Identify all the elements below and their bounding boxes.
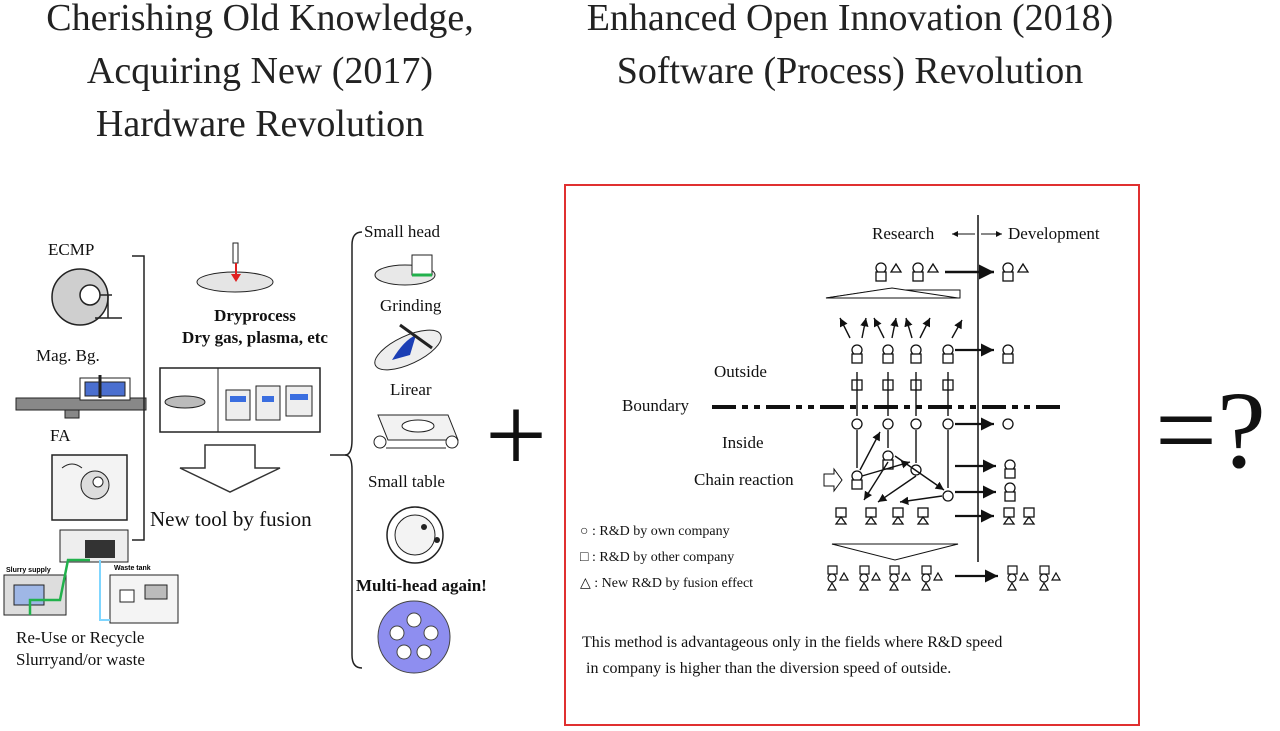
small-table-illustration bbox=[386, 506, 444, 564]
grinding-illustration bbox=[374, 323, 442, 371]
legend-circle-icon: ○ bbox=[580, 524, 589, 539]
left-title: Cherishing Old Knowledge, Acquiring New … bbox=[10, 0, 510, 151]
left-title-line-2: Acquiring New (2017) bbox=[86, 50, 434, 92]
legend-other-text: : R&D by other company bbox=[591, 550, 735, 565]
dry-process-line-1: Dryprocess bbox=[214, 306, 296, 325]
multi-head-illustration bbox=[377, 600, 451, 674]
legend-item-fusion: △ : New R&D by fusion effect bbox=[580, 571, 753, 597]
dry-process-label: Dryprocess Dry gas, plasma, etc bbox=[160, 305, 350, 349]
recycle-label: Re-Use or Recycle Slurryand/or waste bbox=[16, 627, 145, 671]
innovation-panel bbox=[564, 184, 1140, 726]
slurry-system-illustration: Slurry supply Waste tank bbox=[3, 529, 179, 624]
legend-own-text: : R&D by own company bbox=[591, 524, 730, 539]
fusion-machines-illustration bbox=[159, 367, 321, 433]
method-note-line-1: This method is advantageous only in the … bbox=[582, 634, 1003, 651]
legend-triangle-icon: △ bbox=[580, 576, 591, 591]
method-note: This method is advantageous only in the … bbox=[582, 630, 1002, 682]
mag-bg-label: Mag. Bg. bbox=[36, 346, 100, 365]
linear-illustration bbox=[373, 414, 459, 449]
legend-item-own: ○ : R&D by own company bbox=[580, 519, 753, 545]
method-note-line-2: in company is higher than the diversion … bbox=[586, 660, 952, 677]
legend-item-other: □ : R&D by other company bbox=[580, 545, 753, 571]
outside-label: Outside bbox=[714, 362, 767, 381]
plus-sign: + bbox=[485, 374, 548, 496]
small-table-label: Small table bbox=[368, 472, 445, 491]
small-head-label: Small head bbox=[364, 222, 441, 241]
slurry-supply-label: Slurry supply bbox=[6, 567, 51, 574]
research-label: Research bbox=[872, 224, 935, 243]
right-title: Enhanced Open Innovation (2018) Software… bbox=[540, 0, 1160, 98]
chain-reaction-label: Chain reaction bbox=[694, 470, 794, 489]
grinding-label: Grinding bbox=[380, 296, 442, 315]
chain-reaction-arrow-icon bbox=[823, 467, 843, 493]
legend-fusion-text: : New R&D by fusion effect bbox=[594, 576, 754, 591]
recycle-line-1: Re-Use or Recycle bbox=[16, 628, 145, 647]
equals-question: =? bbox=[1155, 369, 1266, 491]
inside-label: Inside bbox=[722, 433, 764, 452]
boundary-label: Boundary bbox=[622, 396, 690, 415]
ecmp-illustration bbox=[51, 268, 122, 326]
recycle-line-2: Slurryand/or waste bbox=[16, 650, 145, 669]
waste-tank-label: Waste tank bbox=[114, 565, 151, 572]
left-title-line-3: Hardware Revolution bbox=[95, 103, 425, 145]
dry-process-line-2: Dry gas, plasma, etc bbox=[182, 328, 328, 347]
legend-square-icon: □ bbox=[580, 550, 589, 565]
development-label: Development bbox=[1008, 224, 1100, 243]
fa-illustration bbox=[51, 454, 128, 521]
small-head-illustration bbox=[374, 254, 436, 286]
right-title-line-1: Enhanced Open Innovation (2018) bbox=[586, 0, 1114, 39]
linear-label: Lirear bbox=[390, 380, 432, 399]
fa-label: FA bbox=[50, 426, 71, 445]
ecmp-label: ECMP bbox=[48, 240, 95, 259]
new-tool-label: New tool by fusion bbox=[150, 507, 312, 531]
left-title-line-1: Cherishing Old Knowledge, bbox=[46, 0, 474, 39]
legend: ○ : R&D by own company □ : R&D by other … bbox=[580, 519, 753, 597]
mag-bg-illustration bbox=[15, 375, 147, 419]
dry-process-illustration bbox=[196, 242, 274, 293]
right-title-line-2: Software (Process) Revolution bbox=[616, 50, 1084, 92]
down-arrow-icon bbox=[179, 444, 281, 493]
multi-head-label: Multi-head again! bbox=[356, 576, 487, 595]
